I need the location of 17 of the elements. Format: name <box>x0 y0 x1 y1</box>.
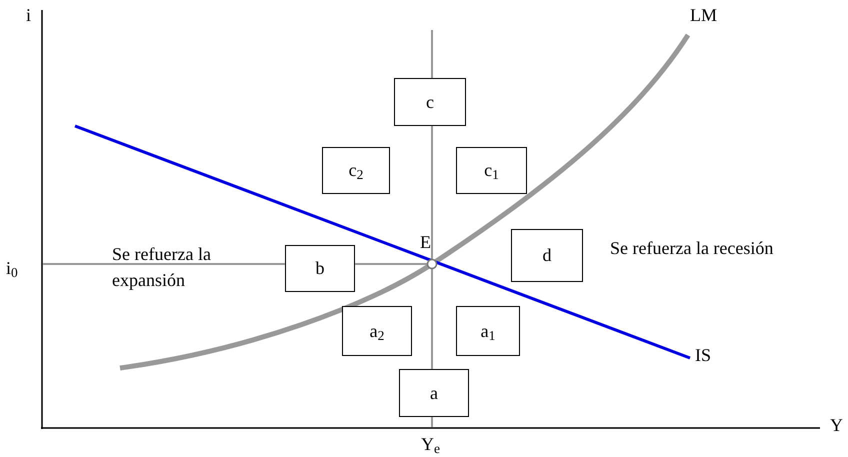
label-box: d <box>511 229 583 282</box>
label-box: a$_{1}$ <box>456 306 520 356</box>
axis-label: Y$_{e}$ <box>421 433 440 457</box>
axis-label: IS <box>695 344 712 367</box>
axis-label: Se refuerza la recesión <box>610 237 774 260</box>
axis-label: i$_{0}$ <box>6 257 18 281</box>
axis-label: E <box>420 231 431 254</box>
label-box: c$_{2}$ <box>322 147 390 194</box>
axis-label: Y <box>830 414 843 437</box>
label-box: c$_{1}$ <box>456 147 527 194</box>
axis-label: i <box>26 4 32 27</box>
label-box: b <box>285 245 355 292</box>
label-box: a$_{2}$ <box>342 306 412 356</box>
axis-label: Se refuerza la expansión <box>112 243 212 292</box>
label-box: c <box>394 78 466 126</box>
axis-label: LM <box>690 4 717 27</box>
label-box: a <box>399 369 469 417</box>
